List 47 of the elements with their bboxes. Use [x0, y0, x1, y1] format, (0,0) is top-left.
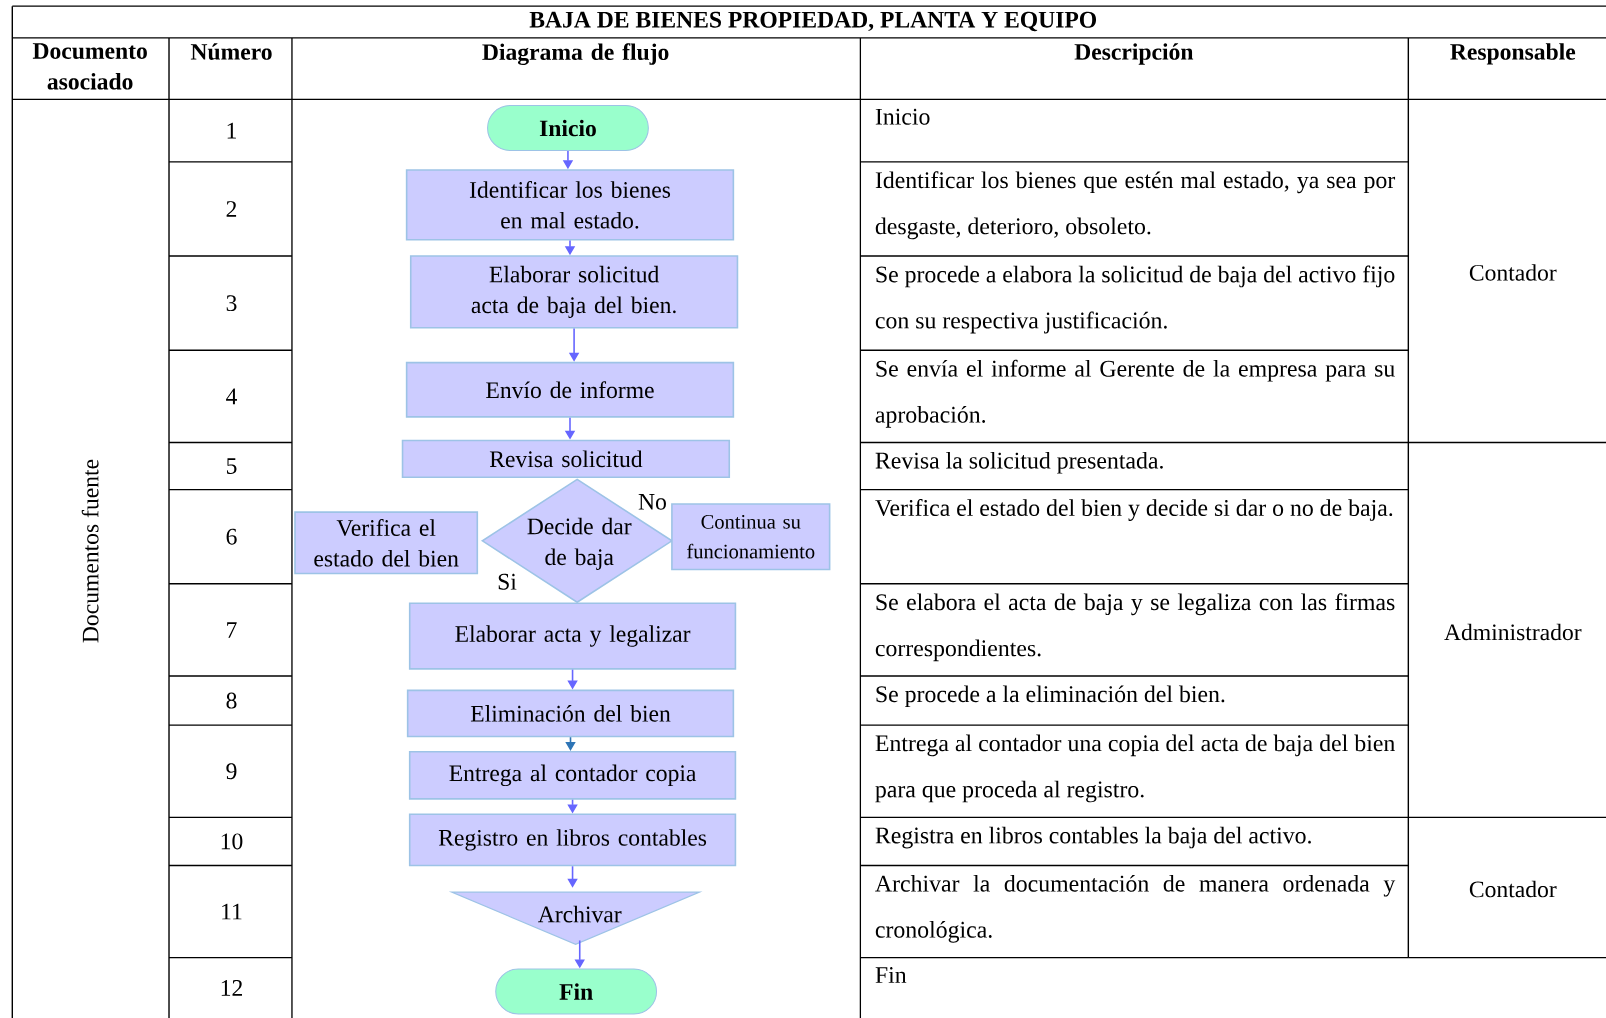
arrow [565, 736, 576, 751]
row-number: 8 [226, 692, 237, 709]
row-number: 11 [222, 903, 242, 920]
branch-label: No [638, 494, 666, 510]
branch-label: Si [498, 573, 517, 590]
table-cell: Se elabora el acta de baja y se legaliza con las firmas correspondientes. [875, 593, 1395, 662]
column-header: Número [190, 43, 272, 60]
row-number: 9 [226, 763, 237, 780]
process-box: Verifica el estado del bien [294, 511, 479, 575]
table-cell: Contador [1469, 880, 1557, 898]
row-number: 2 [226, 201, 237, 217]
table-title: BAJA DE BIENES PROPIEDAD, PLANTA Y EQUIPO [529, 11, 1096, 32]
process-box: Envío de informe [405, 361, 735, 418]
process-box: Continua su funcionamiento [671, 503, 831, 571]
table-cell: Archivar la documentación de manera ordenada y cronológica. [875, 874, 1396, 943]
row-number: 4 [226, 388, 237, 405]
table-cell: Administrador [1444, 623, 1582, 641]
process-box: Eliminación del bien [406, 689, 735, 738]
table-cell: Se procede a elabora la solicitud de baja del activo fijo con su respectiva justificación. [875, 265, 1395, 334]
table-cell: Verifica el estado del bien y decide si dar o no de baja. [875, 498, 1393, 521]
table-cell: Inicio [875, 108, 930, 125]
row-number: 7 [227, 622, 237, 638]
column-header: Descripción [1074, 43, 1194, 65]
table-cell: Entrega al contador una copia del acta de baja del bien para que proceda al registro. [875, 734, 1395, 803]
process-box: Entrega al contador copia [408, 750, 737, 800]
row-number: 6 [226, 528, 237, 545]
table-cell: Identificar los bienes que estén mal estado, ya sea por desgaste, deterioro, obsoleto. [875, 171, 1396, 240]
row-number: 12 [221, 980, 242, 996]
process-box: Revisa solicitud [401, 439, 731, 479]
table-cell: Contador [1469, 264, 1557, 281]
process-box: Identificar los bienes en mal estado. [405, 169, 735, 241]
table-cell: Se procede a la eliminación del bien. [876, 685, 1225, 707]
table-cell: Registra en libros contables la baja del activo. [875, 826, 1311, 849]
row-number: 10 [221, 833, 243, 850]
column-header: Documento asociado [32, 43, 147, 90]
process-box: Elaborar acta y legalizar [408, 602, 737, 670]
column-header: Diagrama de flujo [482, 43, 669, 65]
row-number: 3 [226, 295, 237, 312]
table-cell: Se envía el informe al Gerente de la empresa para su aprobación. [875, 359, 1395, 428]
process-box: Elaborar solicitud acta de baja del bien. [409, 255, 739, 329]
column-header: Responsable [1450, 43, 1576, 65]
table-cell: Documentos fuente [81, 459, 99, 643]
row-number: 1 [227, 122, 236, 139]
row-number: 5 [226, 458, 237, 474]
table-cell: Fin [875, 967, 907, 983]
table-cell: Revisa la solicitud presentada. [875, 451, 1163, 474]
process-box: Registro en libros contables [408, 813, 737, 867]
